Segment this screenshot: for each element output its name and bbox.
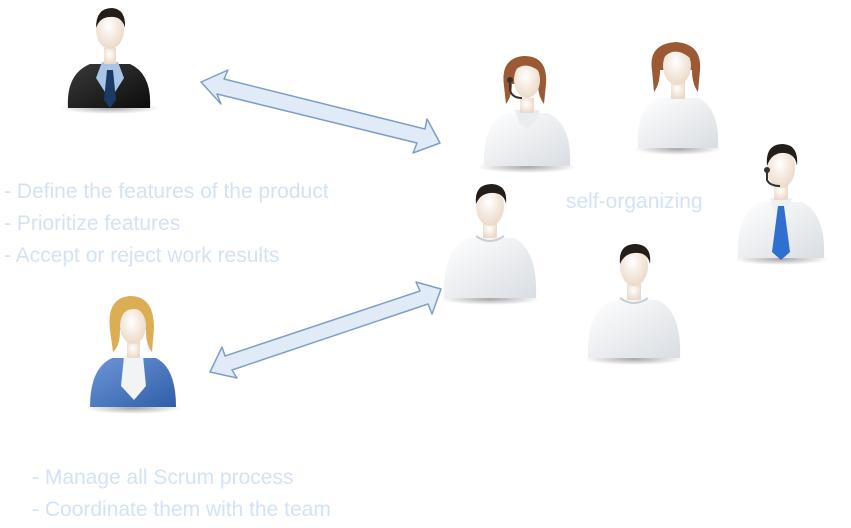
scrum-master-figure: [85, 296, 181, 414]
responsibility-item: - Manage all Scrum process: [32, 466, 294, 489]
headset-icon: [509, 78, 523, 99]
double-arrow-icon: [200, 69, 441, 154]
team-label: self-organizing: [566, 190, 703, 213]
responsibility-item: - Accept or reject work results: [4, 244, 280, 267]
headset-icon: [766, 170, 781, 187]
double-arrow-icon: [209, 281, 442, 379]
responsibility-item: - Prioritize features: [4, 212, 181, 235]
responsibility-item: - Coordinate them with the team: [32, 498, 331, 521]
product-owner-responsibilities: - Define the features of the product - P…: [4, 176, 329, 272]
scrum-master-responsibilities: - Manage all Scrum process - Coordinate …: [32, 462, 331, 526]
team-member-figure: [440, 184, 540, 305]
team-member-figure: [477, 56, 577, 173]
team-member-figure: [584, 244, 684, 365]
product-owner-figure: [60, 8, 160, 114]
responsibility-item: - Define the features of the product: [4, 180, 329, 203]
team-member-figure: [733, 144, 829, 265]
team-member-figure: [634, 42, 722, 155]
